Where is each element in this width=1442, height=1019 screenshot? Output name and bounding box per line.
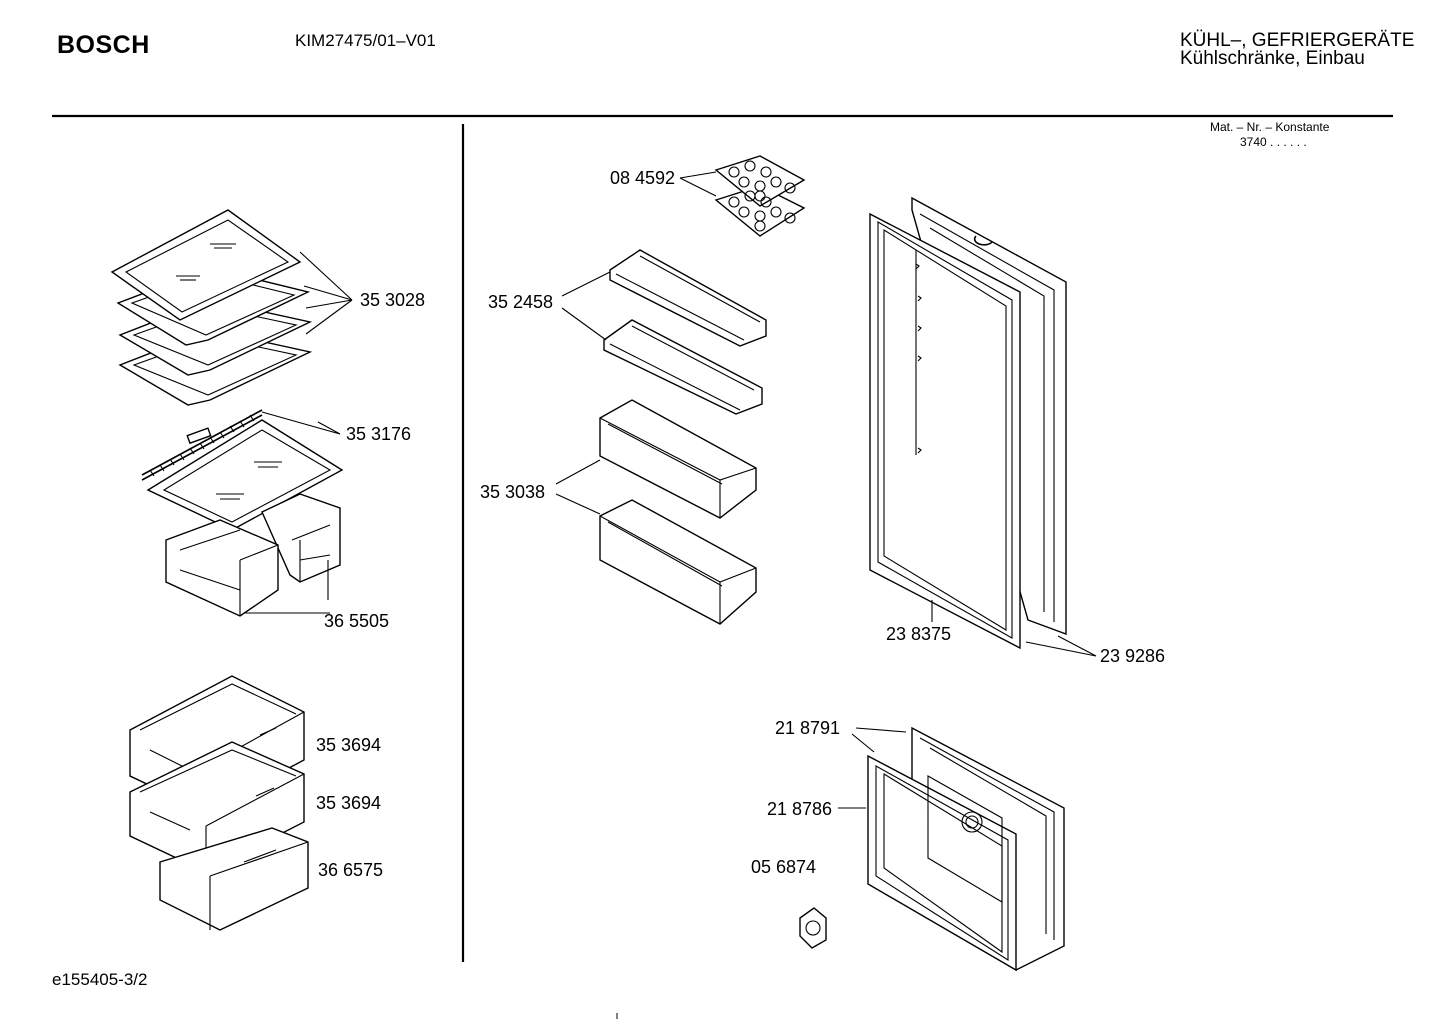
- part-label-238375: 23 8375: [886, 624, 952, 644]
- part-label-218786: 21 8786: [767, 799, 833, 819]
- leader-353038: [555, 459, 601, 515]
- part-label-084592: 08 4592: [610, 168, 676, 188]
- leader-218791: [851, 727, 907, 753]
- freezer-door: [867, 726, 1065, 972]
- model-number: KIM27475/01–V01: [295, 31, 436, 50]
- shelf-with-rail: [141, 409, 344, 531]
- refrigerator-door: [869, 196, 1067, 650]
- control-knob: [799, 907, 827, 949]
- part-label-352458: 35 2458: [488, 292, 554, 312]
- part-label-353694-top: 35 3694: [316, 735, 382, 755]
- leader-353176: [261, 411, 341, 435]
- document-id: e155405-3/2: [52, 970, 148, 989]
- crisper-drawer-pair: [165, 493, 341, 617]
- leader-365505: [244, 560, 330, 614]
- part-label-353694-middle: 35 3694: [316, 793, 382, 813]
- part-label-056874: 05 6874: [751, 857, 817, 877]
- leader-353028: [299, 251, 353, 335]
- door-bin-lower: [603, 319, 763, 415]
- leader-239286: [1025, 635, 1097, 657]
- small-drawer: [159, 827, 309, 931]
- material-label: Mat. – Nr. – Konstante: [1210, 120, 1330, 134]
- egg-tray-pair: [714, 155, 806, 237]
- part-label-218791: 21 8791: [775, 718, 841, 738]
- deep-bin-lower: [599, 499, 757, 625]
- leader-352458: [561, 271, 611, 341]
- category-subtitle: Kühlschränke, Einbau: [1180, 48, 1365, 69]
- door-bin-upper: [609, 249, 767, 347]
- glass-shelf-stack: [110, 209, 313, 406]
- part-label-353038: 35 3038: [480, 482, 546, 502]
- part-label-366575: 36 6575: [318, 860, 384, 880]
- category-title: KÜHL–, GEFRIERGERÄTE: [1180, 30, 1415, 51]
- part-label-239286: 23 9286: [1100, 646, 1166, 666]
- part-label-353028: 35 3028: [360, 290, 426, 310]
- part-label-353176: 35 3176: [346, 424, 412, 444]
- part-label-365505: 36 5505: [324, 611, 390, 631]
- brand-logo: BOSCH: [57, 31, 150, 59]
- material-value: 3740 . . . . . .: [1240, 135, 1307, 149]
- leader-084592: [679, 171, 717, 197]
- deep-bin-upper: [599, 399, 757, 519]
